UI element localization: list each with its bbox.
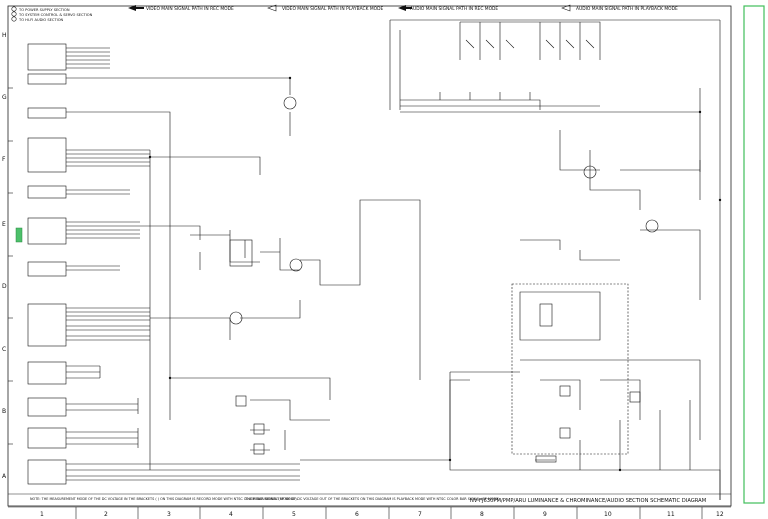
connector-block [27, 361, 67, 385]
diagram-frame [7, 5, 732, 507]
footer-note-center: THE MEASUREMENT MODE OF DC VOLTAGE OUT O… [244, 497, 501, 501]
audio-rec-path-label: AUDIO MAIN SIGNAL PATH IN REC MODE [410, 6, 498, 12]
audio-play-path-label: AUDIO MAIN SIGNAL PATH IN PLAYBACK MODE [576, 6, 678, 12]
connector-block [27, 397, 67, 417]
resistor-icon [535, 455, 557, 463]
transistor-icon [583, 165, 597, 179]
connector-block [27, 427, 67, 449]
legend-item-system: TO SYSTEM CONTROL & SERVO SECTION [18, 13, 93, 17]
green-test-point-icon [15, 227, 23, 243]
row-label: F [2, 156, 6, 163]
ic-block-icon [559, 427, 571, 439]
coil-transformer [229, 239, 253, 267]
connector-block [27, 43, 67, 71]
connector-block [27, 303, 67, 347]
module-dashed-outline [511, 283, 629, 455]
circuit-wiring [66, 19, 721, 500]
col-label: 12 [716, 511, 724, 518]
ic-block-icon [629, 391, 641, 403]
legend-item-audio: TO HI-FI AUDIO SECTION [18, 18, 64, 22]
ic-block-icon [539, 303, 553, 327]
row-label: C [2, 346, 6, 353]
col-label: 5 [292, 511, 296, 518]
row-label: B [2, 408, 6, 415]
col-label: 6 [355, 511, 359, 518]
transistor-icon [289, 258, 303, 272]
row-label: D [2, 283, 7, 290]
connector-block [27, 73, 67, 85]
ic-block-icon [253, 423, 265, 435]
col-label: 10 [604, 511, 612, 518]
connector-block [27, 459, 67, 485]
legend: TO POWER SUPPLY SECTION TO SYSTEM CONTRO… [11, 6, 93, 22]
row-label: H [2, 32, 7, 39]
arrow-left-icon [128, 5, 136, 11]
connector-block [27, 217, 67, 245]
col-label: 2 [104, 511, 108, 518]
footer-note-left: NOTE: THE MEASUREMENT MODE OF THE DC VOL… [30, 497, 298, 501]
arrow-left-outline-icon [561, 4, 571, 12]
col-label: 3 [167, 511, 171, 518]
ic-block-icon [253, 443, 265, 455]
connector-block [27, 185, 67, 199]
legend-marker-icon [11, 11, 17, 17]
transistor-block-icon [235, 395, 247, 407]
connector-block [27, 107, 67, 119]
connector-block [27, 137, 67, 173]
arrow-left-icon [398, 5, 406, 11]
transistor-icon [645, 219, 659, 233]
connector-block [27, 261, 67, 277]
col-label: 9 [543, 511, 547, 518]
diagram-title: NV-FJ630PM/PMP/ARU LUMINANCE & CHROMINAN… [470, 498, 706, 504]
row-label: G [2, 94, 7, 101]
col-label: 7 [418, 511, 422, 518]
transistor-icon [283, 96, 297, 110]
row-label: A [2, 473, 7, 480]
legend-marker-icon [11, 16, 17, 22]
grid-col-labels: 1 2 3 4 5 6 7 8 9 10 11 12 [8, 506, 731, 519]
col-label: 11 [667, 511, 675, 518]
row-label: E [2, 221, 6, 228]
col-label: 8 [480, 511, 484, 518]
video-rec-path-label: VIDEO MAIN SIGNAL PATH IN REC MODE [146, 6, 234, 12]
green-margin-box [743, 5, 765, 504]
arrow-left-outline-icon [267, 4, 277, 12]
ic-block-icon [559, 385, 571, 397]
legend-item-power: TO POWER SUPPLY SECTION [18, 8, 70, 12]
components [229, 39, 659, 463]
transistor-icon [229, 311, 243, 325]
left-connector-blocks [27, 43, 67, 485]
junction-dots [148, 76, 722, 472]
signal-path-headers: VIDEO MAIN SIGNAL PATH IN REC MODE VIDEO… [128, 4, 678, 12]
legend-marker-icon [11, 6, 17, 12]
video-play-path-label: VIDEO MAIN SIGNAL PATH IN PLAYBACK MODE [282, 6, 384, 12]
col-label: 1 [40, 511, 44, 518]
grid-row-labels: H G F E D C B A [2, 32, 13, 480]
switch-contact-icons [465, 39, 595, 49]
col-label: 4 [229, 511, 233, 518]
